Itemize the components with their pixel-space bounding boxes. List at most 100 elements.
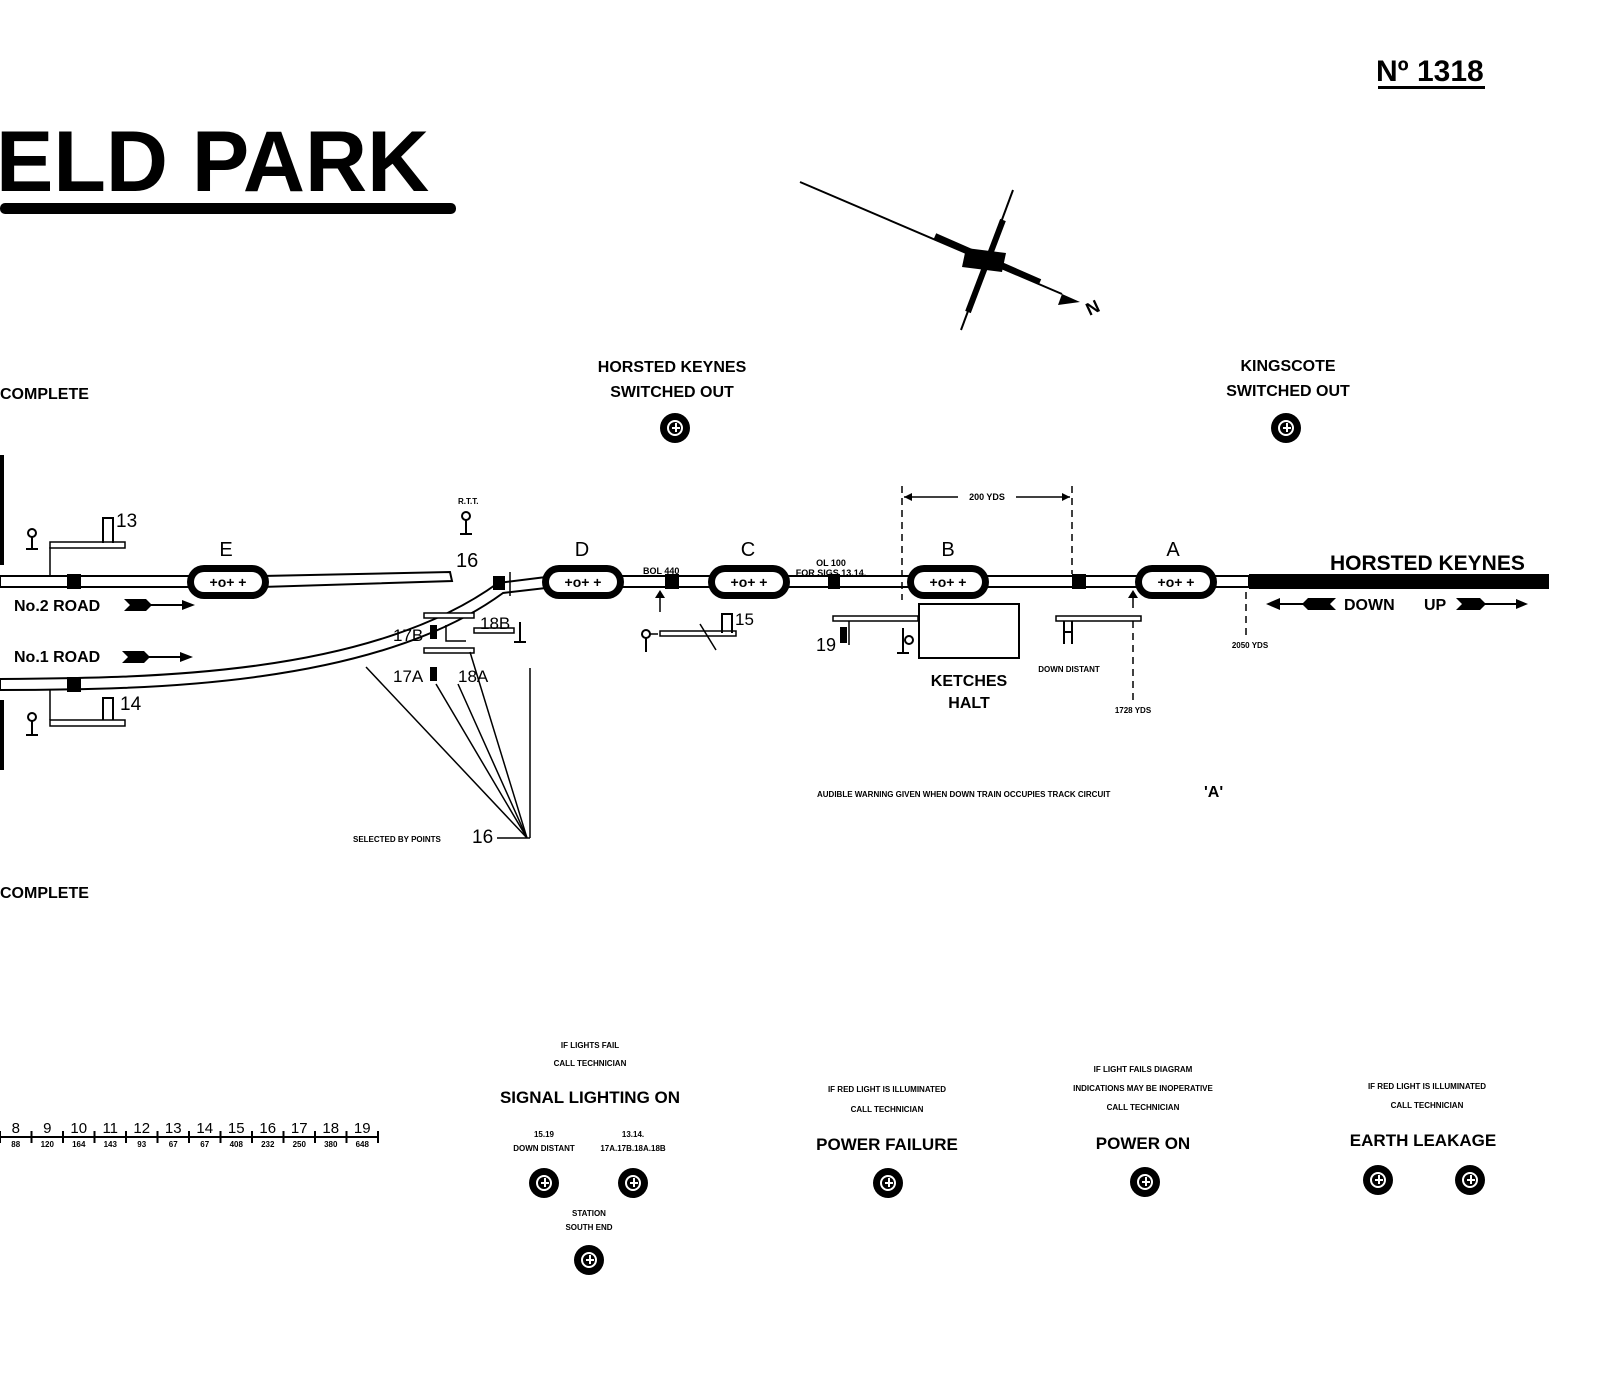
down-distant-signal [1055, 590, 1142, 702]
selected-by-points-label: SELECTED BY POINTS [353, 835, 442, 844]
lever-value: 232 [261, 1140, 275, 1149]
selected-by-points-number: 16 [472, 827, 493, 848]
lever-number: 12 [133, 1120, 150, 1137]
ground-signal-15 [641, 590, 737, 652]
lever-value: 67 [200, 1140, 209, 1149]
hk-switched-out-line1: HORSTED KEYNES [598, 359, 747, 376]
lever-value: 88 [11, 1140, 20, 1149]
signal-lighting-lamp-south-end[interactable] [573, 1244, 605, 1276]
track-circuit-label-e: E [219, 539, 232, 561]
rtt-label: R.T.T. [458, 497, 478, 506]
lever-number: 13 [165, 1120, 182, 1137]
left-bracket-bottom [0, 700, 4, 770]
road-label-no1: No.1 ROAD [14, 649, 100, 666]
ol-label-line2: FOR SIGS 13.14. [796, 568, 867, 578]
power-on-note-line2: INDICATIONS MAY BE INOPERATIVE [1073, 1084, 1213, 1093]
bol-label: BOL 440 [643, 566, 679, 576]
complete-label-bottom: COMPLETE [0, 885, 89, 902]
ground-signal-14 [49, 690, 126, 727]
direction-arrow-no2-icon [124, 599, 195, 611]
left-bracket-top [0, 455, 4, 565]
lever-value: 408 [230, 1140, 244, 1149]
signal-number-14: 14 [120, 694, 142, 715]
earth-leakage-note-line1: IF RED LIGHT IS ILLUMINATED [1368, 1082, 1486, 1091]
direction-up-label: UP [1424, 597, 1447, 614]
track-circuit-b [907, 565, 989, 599]
earth-leakage-indicator-2[interactable] [1454, 1164, 1486, 1196]
lever-number: 18 [322, 1120, 339, 1137]
lever-number: 17 [291, 1120, 308, 1137]
halt-label-line2: HALT [948, 695, 990, 712]
lever-scale [0, 1131, 379, 1143]
signal-lighting-lamp-station-signals[interactable] [617, 1167, 649, 1199]
earth-leakage-title: EARTH LEAKAGE [1350, 1131, 1496, 1150]
track-circuit-a [1135, 565, 1217, 599]
diagram-number-underline [1378, 86, 1485, 89]
lever-number: 16 [259, 1120, 276, 1137]
complete-label-top: COMPLETE [0, 386, 89, 403]
lever-number: 11 [102, 1120, 118, 1137]
track-layout [0, 570, 1549, 692]
lever-value: 648 [356, 1140, 370, 1149]
track-circuit-e [187, 565, 269, 599]
power-failure-title: POWER FAILURE [816, 1135, 958, 1154]
down-distant-label: DOWN DISTANT [1038, 665, 1100, 674]
lamp-group-3-line2: SOUTH END [565, 1223, 612, 1232]
lever-number: 9 [43, 1120, 51, 1137]
lever-number: 15 [228, 1120, 245, 1137]
signal-lighting-note-line1: IF LIGHTS FAIL [561, 1041, 619, 1050]
direction-arrow-down-icon [1266, 598, 1336, 610]
compass-icon [799, 181, 1080, 331]
earth-leakage-indicator-1[interactable] [1362, 1164, 1394, 1196]
power-failure-note-line2: CALL TECHNICIAN [851, 1105, 924, 1114]
lamp-group-2-line1: 13.14. [622, 1130, 644, 1139]
signal-number-13: 13 [116, 511, 137, 532]
lever-value: 93 [137, 1140, 146, 1149]
selected-by-points-leader [365, 651, 531, 839]
station-title: ELD PARK [0, 114, 429, 210]
lamp-group-2-line2: 17A.17B.18A.18B [600, 1144, 666, 1153]
signal-number-17b: 17B [393, 626, 423, 645]
distance-200-yds: 200 YDS [969, 492, 1005, 502]
power-on-title: POWER ON [1096, 1134, 1190, 1153]
lamp-group-1-line2: DOWN DISTANT [513, 1144, 575, 1153]
subsidiary-signal-icon [26, 712, 38, 736]
lever-value: 164 [72, 1140, 86, 1149]
lamp-group-3-line1: STATION [572, 1209, 606, 1218]
lever-value: 143 [104, 1140, 118, 1149]
distance-1728-yds: 1728 YDS [1115, 706, 1152, 715]
power-on-indicator[interactable] [1129, 1166, 1161, 1198]
kc-switched-out-line2: SWITCHED OUT [1226, 383, 1350, 400]
lamp-group-1-line1: 15.19 [534, 1130, 555, 1139]
track-circuit-label-b: B [941, 539, 954, 561]
signal-number-15: 15 [735, 610, 754, 629]
track-circuit-c [708, 565, 790, 599]
dimension-200-yds [901, 486, 1073, 600]
direction-down-label: DOWN [1344, 597, 1395, 614]
title-underline [0, 203, 456, 214]
track-circuit-label-d: D [575, 539, 589, 561]
hk-switched-out-indicator[interactable] [659, 412, 691, 444]
signal-number-19: 19 [816, 635, 836, 655]
rtt-signal-icon [460, 511, 472, 535]
direction-arrow-no1-icon [122, 651, 193, 663]
kc-switched-out-line1: KINGSCOTE [1240, 358, 1335, 375]
road-label-no2: No.2 ROAD [14, 598, 100, 615]
power-failure-indicator[interactable] [872, 1167, 904, 1199]
lever-value: 67 [169, 1140, 178, 1149]
direction-arrow-up-icon [1456, 598, 1528, 610]
ol-label-line1: OL 100 [816, 558, 846, 568]
kc-switched-out-indicator[interactable] [1270, 412, 1302, 444]
ground-signal-13 [49, 517, 126, 576]
lever-value: 380 [324, 1140, 338, 1149]
power-on-note-line1: IF LIGHT FAILS DIAGRAM [1094, 1065, 1193, 1074]
earth-leakage-note-line2: CALL TECHNICIAN [1391, 1101, 1464, 1110]
lever-number: 14 [196, 1120, 213, 1137]
audible-warning-note: AUDIBLE WARNING GIVEN WHEN DOWN TRAIN OC… [817, 790, 1110, 799]
ketches-halt-platform [918, 603, 1020, 659]
subsidiary-signal-icon [26, 528, 38, 550]
signal-lighting-lamp-down-distant[interactable] [528, 1167, 560, 1199]
signal-number-18b: 18B [480, 614, 510, 633]
